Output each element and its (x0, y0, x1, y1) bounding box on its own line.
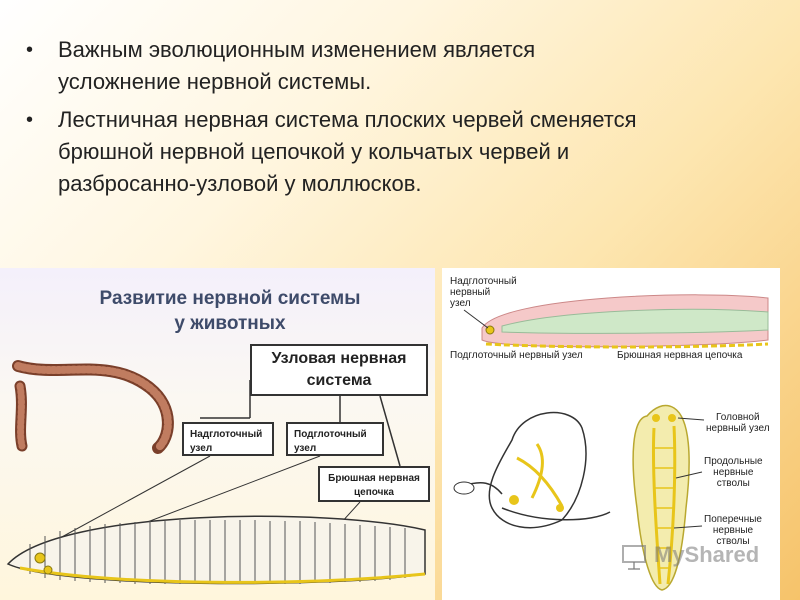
label-subesophageal: Подглоточный нервный узел (450, 350, 583, 361)
label-longitudinal-trunks: Продольные нервные стволы (704, 456, 763, 489)
bullet-item: • Важным эволюционным изменением являетс… (22, 34, 782, 98)
bullet-dot: • (26, 34, 33, 66)
watermark: MyShared (620, 540, 770, 570)
label-head-ganglion: Головной нервный узел (706, 412, 770, 434)
supraesophageal-box: Надглоточный узел (182, 422, 274, 456)
ventral-chain-box: Брюшная нервная цепочка (318, 466, 430, 502)
mollusk-illustration (454, 413, 610, 528)
label-supraesophageal: Надглоточный нервный узел (450, 276, 517, 309)
bullet-text: Важным эволюционным изменением является … (58, 34, 782, 98)
earthworm-figure: Развитие нервной системы у животных Узло… (0, 268, 435, 600)
bullet-dot: • (26, 104, 33, 136)
pointer-line (464, 310, 488, 328)
bullet-item: • Лестничная нервная система плоских чер… (22, 104, 782, 200)
label-ventral-chain: Брюшная нервная цепочка (617, 350, 742, 361)
bullet-text: Лестничная нервная система плоских черве… (58, 104, 782, 200)
presentation-icon (620, 542, 650, 572)
subesophageal-box: Подглоточный узел (286, 422, 384, 456)
earthworm-tail-segments (20, 386, 22, 446)
supraesophageal-ganglion (35, 553, 45, 563)
bullet-list: • Важным эволюционным изменением являетс… (22, 34, 782, 206)
subesophageal-ganglion (44, 566, 52, 574)
earthworm-body (18, 366, 168, 448)
nodal-nervous-system-box: Узловая нервная система (250, 344, 428, 396)
worm-body-outline (8, 516, 425, 583)
figure-title: Развитие нервной системы у животных (50, 286, 410, 336)
watermark-text: MyShared (654, 542, 759, 568)
